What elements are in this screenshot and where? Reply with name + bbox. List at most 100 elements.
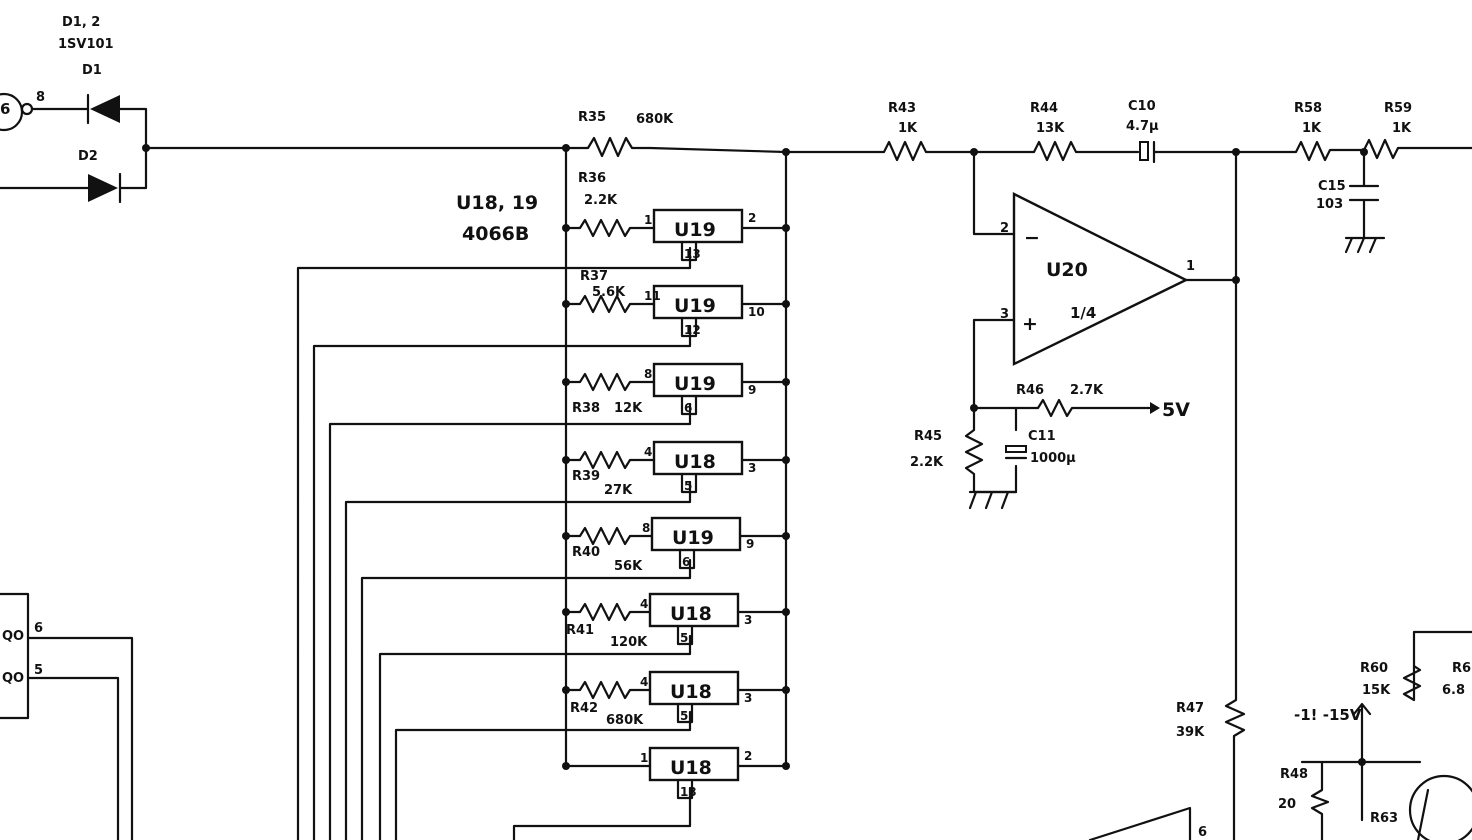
switch-label: U18 bbox=[670, 757, 712, 779]
supply-arrow bbox=[1150, 402, 1160, 414]
switch-pin-b: 10 bbox=[748, 305, 765, 319]
r37-label: R37 bbox=[580, 269, 608, 284]
q-output-label: QO bbox=[2, 629, 24, 644]
r44-label: R44 bbox=[1030, 101, 1058, 116]
switch-pin-b: 3 bbox=[748, 461, 756, 475]
c15-label: C15 bbox=[1318, 179, 1346, 194]
switch-ctrl-pin: 5 bbox=[680, 709, 688, 723]
c15-value: 103 bbox=[1316, 197, 1343, 212]
pin6-label: 6 bbox=[34, 621, 43, 636]
diode-d1-label: D1 bbox=[82, 63, 102, 78]
opamp-pin-inv: 2 bbox=[1000, 221, 1009, 236]
opamp-fraction: 1/4 bbox=[1070, 304, 1096, 322]
switch-pin-a: 11 bbox=[644, 289, 661, 303]
connector-pin-circle bbox=[20, 102, 34, 116]
switch-row: U18 4 3 5 bbox=[562, 440, 790, 494]
switch-block-part: 4066B bbox=[462, 223, 529, 245]
opamp-ref: U20 bbox=[1046, 259, 1088, 281]
switch-pin-a: 1 bbox=[644, 213, 652, 227]
switch-label: U19 bbox=[672, 527, 714, 549]
switch-label: U19 bbox=[674, 373, 716, 395]
control-pin-stub bbox=[676, 624, 694, 646]
r59-value: 1K bbox=[1392, 121, 1412, 136]
switch-label: U18 bbox=[670, 681, 712, 703]
pin5-label: 5 bbox=[34, 663, 43, 678]
switch-ctrl-pin: 6 bbox=[682, 555, 690, 569]
opamp-u20: U20 1/4 − + 2 3 1 bbox=[972, 192, 1195, 410]
feedback-network: R43 1K R44 13K C10 4.7μ bbox=[784, 99, 1246, 840]
switch-ctrl-pin: 5 bbox=[684, 479, 692, 493]
resistor-ladder: R35 680K R36 2.2K R37 5.6K R38 12K R39 2… bbox=[562, 110, 790, 768]
junction-dot bbox=[562, 378, 570, 386]
junction-dot bbox=[562, 608, 570, 616]
switch-label: U18 bbox=[674, 451, 716, 473]
c15-ground bbox=[1344, 150, 1386, 254]
c10-label: C10 bbox=[1128, 99, 1156, 114]
output-filter: R58 1K R59 1K C15 103 bbox=[1234, 101, 1472, 254]
r36-value: 2.2K bbox=[584, 193, 618, 208]
r39-value: 27K bbox=[604, 483, 633, 498]
switch-label: U19 bbox=[674, 219, 716, 241]
r60-value: 15K bbox=[1362, 683, 1391, 698]
switch-pin-a: 4 bbox=[644, 445, 652, 459]
junction-dot bbox=[562, 456, 570, 464]
c10-plate-a bbox=[1139, 141, 1149, 161]
junction-dot bbox=[562, 532, 570, 540]
r61-label: R6 bbox=[1452, 661, 1471, 676]
r37-value: 5.6K bbox=[592, 285, 626, 300]
diode-input-pin: 8 bbox=[36, 90, 45, 105]
diode-pair-part: 1SV101 bbox=[58, 37, 114, 52]
r46-value: 2.7K bbox=[1070, 383, 1104, 398]
switch-input-wire bbox=[564, 680, 652, 700]
c11-label: C11 bbox=[1028, 429, 1056, 444]
switch-pin-b: 2 bbox=[748, 211, 756, 225]
junction-dot bbox=[782, 762, 790, 770]
junction-dot bbox=[782, 300, 790, 308]
analog-switch-box bbox=[652, 208, 744, 244]
analog-switch-box bbox=[648, 746, 740, 782]
analog-switch-box bbox=[652, 284, 744, 320]
r42-value: 680K bbox=[606, 713, 644, 728]
diode-section: D1, 2 1SV101 D1 D2 8 6 bbox=[0, 15, 568, 204]
control-pin-stub bbox=[678, 548, 696, 570]
switch-pin-b: 9 bbox=[746, 537, 754, 551]
bottom-right-section: R47 39K -1! -15V R60 15K R6 6.8 R48 20 R… bbox=[1088, 630, 1472, 840]
switch-control-lines bbox=[296, 246, 692, 840]
switch-pin-a: 4 bbox=[640, 597, 648, 611]
transistor-lead bbox=[1416, 788, 1430, 840]
switch-ctrl-pin: 6 bbox=[684, 401, 692, 415]
r47-wire bbox=[1224, 278, 1246, 840]
r47-label: R47 bbox=[1176, 701, 1204, 716]
r58-label: R58 bbox=[1294, 101, 1322, 116]
flipflop-box bbox=[0, 592, 30, 720]
junction-dot bbox=[782, 456, 790, 464]
diode-d2-label: D2 bbox=[78, 149, 98, 164]
r36-label: R36 bbox=[578, 171, 606, 186]
r35-label: R35 bbox=[578, 110, 606, 125]
switch-pin-b: 3 bbox=[744, 613, 752, 627]
junction-dot bbox=[782, 608, 790, 616]
left-flipflop-block: QO QO 6 5 bbox=[0, 592, 134, 840]
c11-plate-a bbox=[1005, 445, 1027, 453]
junction-dot bbox=[782, 224, 790, 232]
switch-label: U18 bbox=[670, 603, 712, 625]
junction-dot bbox=[562, 686, 570, 694]
q-bar-output-label: QO bbox=[2, 671, 24, 686]
opamp-pin-noninv: 3 bbox=[1000, 307, 1009, 322]
junction-dot bbox=[562, 144, 570, 152]
supply-neg-label: -1! -15V bbox=[1294, 706, 1362, 724]
node-partial-label: 6 bbox=[0, 100, 10, 118]
flipflop-output-wires bbox=[26, 636, 134, 840]
analog-switch-box bbox=[648, 592, 740, 628]
switch-ctrl-pin: 13 bbox=[680, 785, 697, 799]
bottom-pin-label: 6 bbox=[1198, 825, 1207, 840]
r43-label: R43 bbox=[888, 101, 916, 116]
resistor-r35 bbox=[564, 136, 788, 158]
r43-value: 1K bbox=[898, 121, 918, 136]
switch-pin-b: 2 bbox=[744, 749, 752, 763]
diode-d1-symbol bbox=[90, 95, 120, 123]
